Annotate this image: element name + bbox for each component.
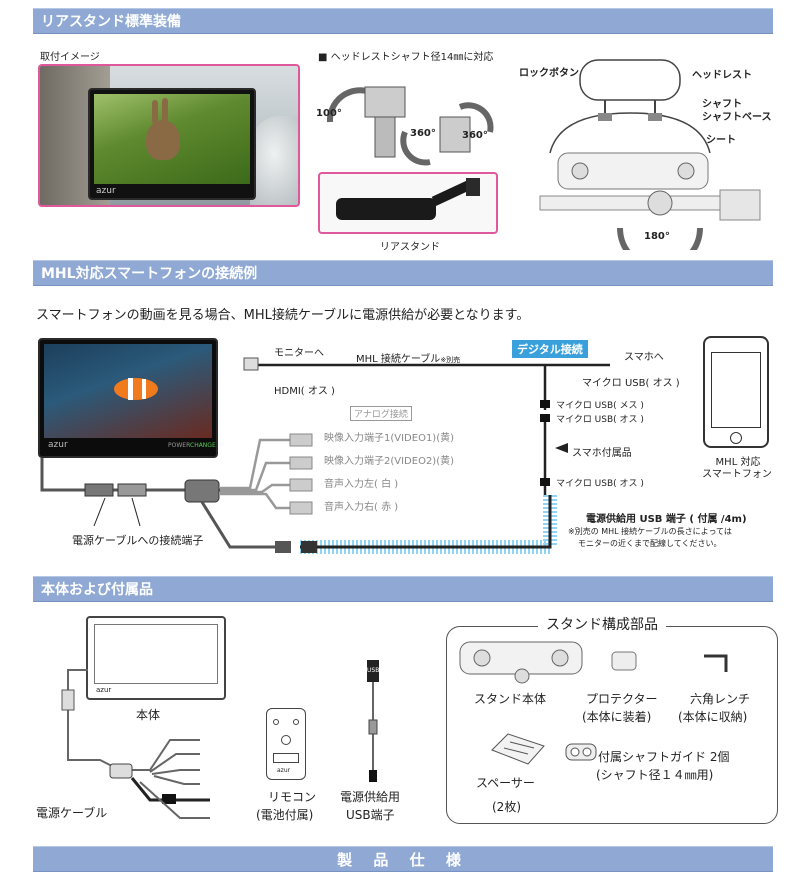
hdmi-male-label: HDMI( オス ) bbox=[274, 386, 335, 397]
remote-label-2: (電池付属) bbox=[256, 808, 314, 822]
angle-360-b: 360° bbox=[462, 130, 488, 141]
headrest-diagram bbox=[539, 59, 761, 250]
hex-wrench-label-1: 六角レンチ bbox=[690, 692, 751, 706]
home-button-icon bbox=[730, 432, 742, 444]
video2-label: 映像入力端子2(VIDEO2)(黄) bbox=[324, 456, 455, 467]
protector-label-1: プロテクター bbox=[586, 692, 658, 706]
arrow-icon bbox=[555, 443, 568, 453]
sold-separately: ※別売 bbox=[440, 356, 461, 364]
rabbit-body bbox=[146, 120, 180, 160]
clownfish bbox=[114, 378, 158, 400]
digital-connection-badge: デジタル接続 bbox=[512, 340, 588, 358]
mhl-wiring-diagram bbox=[40, 357, 610, 554]
seat-back bbox=[549, 112, 711, 154]
lock-button-label: ロックボタン bbox=[519, 68, 579, 79]
section-title-specs: 製 品 仕 様 bbox=[33, 846, 773, 872]
shaft-guide-label-1: 付属シャフトガイド 2個 bbox=[598, 750, 730, 764]
cable-note-2: モニターの近くまで配線してください。 bbox=[578, 539, 722, 548]
hex-wrench-label-2: (本体に収納) bbox=[678, 710, 748, 724]
shaft-diameter-note: ■ ヘッドレストシャフト径14㎜に対応 bbox=[318, 52, 494, 63]
stand-parts-title: スタンド構成部品 bbox=[538, 614, 666, 634]
phone-accessory-label: スマホ付属品 bbox=[572, 448, 632, 459]
audio-right-label: 音声入力右( 赤 ) bbox=[324, 502, 399, 513]
analog-connection-badge: アナログ接続 bbox=[350, 406, 412, 421]
mhl-cable-name: MHL 接続ケーブル bbox=[356, 354, 441, 365]
protector-illustration bbox=[611, 651, 637, 671]
mhl-intro-text: スマートフォンの動画を見る場合、MHL接続ケーブルに電源供給が必要となります。 bbox=[36, 308, 530, 323]
angle-360-a: 360° bbox=[410, 128, 436, 139]
remote-label-1: リモコン bbox=[268, 790, 317, 804]
to-phone-label: スマホへ bbox=[624, 352, 664, 363]
angle-100: 100° bbox=[316, 108, 342, 119]
rotation-arrow-icon bbox=[617, 227, 703, 250]
monitor-brand: azur bbox=[96, 686, 112, 694]
mhl-cable-label: MHL 接続ケーブル※別売 bbox=[356, 350, 460, 365]
mhl-monitor: azur POWER CHANGE bbox=[38, 338, 218, 458]
shaft-guide-illustration bbox=[565, 743, 597, 761]
micro-usb-male-mid: マイクロ USB( オス ) bbox=[556, 415, 644, 425]
smartphone-screen bbox=[711, 352, 761, 428]
rear-stand-photo bbox=[318, 172, 498, 234]
micro-usb-male-bottom: マイクロ USB( オス ) bbox=[556, 479, 644, 489]
usb-cable-illustration bbox=[368, 682, 378, 782]
spacer-illustration bbox=[491, 733, 545, 765]
rotation-arrow-icon bbox=[326, 87, 372, 123]
power-cable-label: 電源ケーブル bbox=[36, 806, 108, 820]
remote-illustration: azur bbox=[266, 708, 306, 780]
main-unit-illustration: azur bbox=[86, 616, 226, 700]
stand-rotation-diagram bbox=[326, 86, 494, 166]
install-image-label: 取付イメージ bbox=[40, 52, 100, 63]
smartphone-illustration bbox=[703, 336, 769, 448]
hex-wrench-illustration bbox=[704, 654, 728, 672]
monitor-brand: azur bbox=[96, 186, 116, 196]
rabbit-image bbox=[94, 94, 250, 184]
power-label: POWER bbox=[168, 442, 191, 449]
audio-left-label: 音声入力左( 白 ) bbox=[324, 479, 399, 490]
monitor-photo: azur bbox=[88, 88, 256, 200]
usb-plug: USB bbox=[367, 660, 379, 682]
rotation-arrow-icon bbox=[400, 130, 431, 166]
usb-label-1: 電源供給用 bbox=[340, 790, 401, 804]
section-title-body-accessories: 本体および付属品 bbox=[33, 576, 773, 602]
stand-body-label: スタンド本体 bbox=[474, 692, 547, 706]
car-seat bbox=[250, 116, 298, 205]
cable-note-1: ※別売の MHL 接続ケーブルの長さによっては bbox=[568, 527, 732, 536]
smartphone-label-2: スマートフォン bbox=[702, 469, 772, 480]
section-title-rear-stand: リアスタンド標準装備 bbox=[33, 8, 773, 34]
stand-arm bbox=[336, 198, 436, 220]
to-monitor-label: モニターへ bbox=[274, 348, 324, 359]
power-cable-illustration bbox=[61, 669, 210, 819]
change-label: CHANGE bbox=[190, 442, 216, 449]
monitor-brand: azur bbox=[48, 440, 68, 450]
video1-label: 映像入力端子1(VIDEO1)(黄) bbox=[324, 433, 455, 444]
clownfish-image bbox=[44, 344, 212, 438]
micro-usb-female: マイクロ USB( メス ) bbox=[556, 401, 644, 411]
usb-label-2: USB端子 bbox=[346, 808, 395, 822]
angle-180: 180° bbox=[644, 231, 670, 242]
headrest-label: ヘッドレスト bbox=[692, 70, 752, 81]
rear-stand-label: リアスタンド bbox=[380, 242, 440, 253]
remote-button-icon bbox=[281, 735, 291, 745]
shaft-label: シャフト bbox=[702, 99, 742, 110]
headrest-shape bbox=[579, 59, 681, 101]
smartphone-label-1: MHL 対応 bbox=[715, 457, 761, 468]
micro-usb-male-top: マイクロ USB( オス ) bbox=[582, 378, 680, 389]
seat-label: シート bbox=[706, 135, 736, 146]
power-usb-label: 電源供給用 USB 端子 ( 付属 /4m) bbox=[586, 514, 747, 525]
shaft-guide-label-2: (シャフト径１４㎜用) bbox=[596, 768, 714, 782]
shaft-base-label: シャフトベース bbox=[702, 112, 772, 123]
main-unit-label: 本体 bbox=[136, 708, 161, 722]
protector-label-2: (本体に装着) bbox=[582, 710, 652, 724]
stand-body-illustration bbox=[459, 641, 583, 684]
spacer-label-1: スペーサー bbox=[476, 776, 535, 790]
section-title-mhl: MHL対応スマートフォンの接続例 bbox=[33, 260, 773, 286]
remote-brand: azur bbox=[277, 767, 291, 774]
power-cable-terminal-label: 電源ケーブルへの接続端子 bbox=[72, 534, 204, 547]
rotation-arrow-icon bbox=[458, 102, 494, 133]
spacer-label-2: (2枚) bbox=[492, 800, 521, 814]
install-photo: azur bbox=[38, 64, 300, 207]
